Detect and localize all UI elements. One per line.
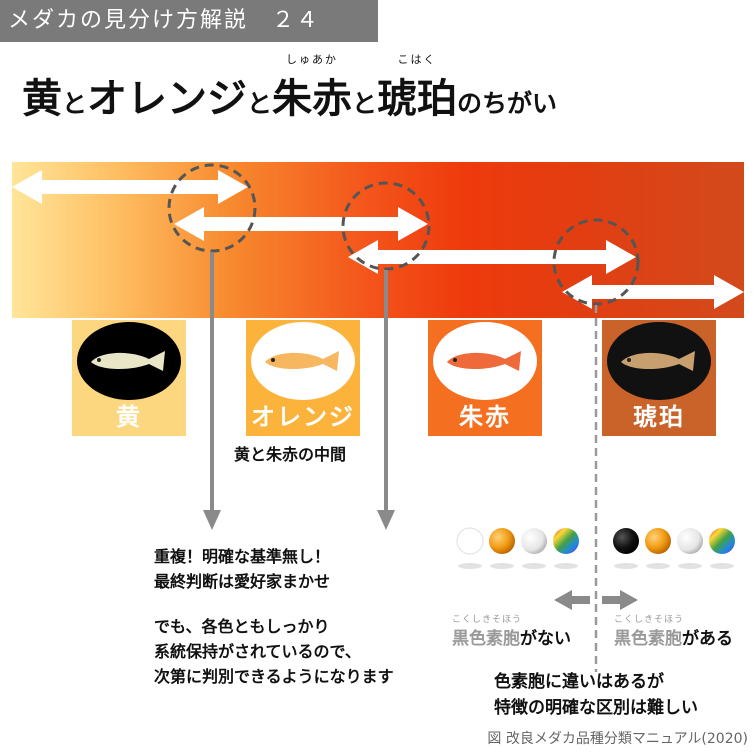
title-yellow: 黄 [22, 76, 62, 122]
ball-white-empty [456, 527, 484, 555]
swatch-yellow: 黄 [72, 320, 186, 436]
divider-arrow-left [554, 590, 590, 610]
swatch-orange: オレンジ [246, 320, 360, 436]
swatch-kohaku-oval [607, 322, 711, 400]
overlap-note-line-1: 重複！明確な基準無し！ [154, 547, 331, 566]
chromatophore-ruby-2: こくしきそほう [614, 615, 685, 625]
fish-icon [621, 351, 695, 371]
page-title: 黄とオレンジとしゅあか朱赤とこはく琥珀のちがい [22, 53, 558, 136]
swatch-yellow-oval [77, 322, 181, 400]
series-tag: メダカの見分け方解説 ２４ [0, 0, 378, 42]
swatch-shuaka-photo [428, 320, 542, 402]
swatch-kohaku: 琥珀 [602, 320, 716, 436]
swatch-orange-oval [251, 322, 355, 400]
overlap-circle-2 [341, 181, 431, 271]
label-without-chromatophore: こくしきそほう黒色素胞がない [452, 615, 571, 649]
swatch-yellow-photo [72, 320, 186, 402]
pointer-arrow-1 [203, 252, 221, 530]
range-arrow-orange [174, 207, 428, 241]
difference-note-line-1: 色素胞に違いはあるが [494, 672, 664, 692]
between-note: 黄と朱赤の中間 [234, 445, 347, 464]
pointer-arrow-2 [377, 270, 395, 530]
swatch-kohaku-label: 琥珀 [633, 403, 685, 431]
overlap-note-line-2: 最終判断は愛好家まかせ [154, 572, 331, 591]
ball-rainbow [709, 528, 735, 554]
ball-rainbow [553, 528, 579, 554]
overlap-circle-1 [167, 163, 257, 253]
chromatophore-text-1: 黒色素胞 [452, 629, 520, 649]
pigment-balls-without [456, 527, 579, 569]
ball-black [613, 528, 639, 554]
range-arrow-kohaku [562, 275, 744, 309]
ball-orange [489, 528, 515, 554]
fish-icon [91, 351, 165, 371]
with-suffix: がある [682, 629, 733, 649]
fish-body-shuaka [447, 351, 521, 371]
figure-credit: 図 改良メダカ品種分類マニュアル(2020) [487, 731, 748, 747]
fish-icon [265, 351, 339, 371]
overlap-note-line-3: でも、各色ともしっかり [154, 617, 330, 636]
overlap-note: 重複！明確な基準無し！ 最終判断は愛好家まかせ でも、各色ともしっかり 系統保持… [154, 544, 394, 689]
overlap-circle-3 [552, 218, 640, 306]
title-to-3: と [352, 89, 378, 118]
swatch-shuaka: 朱赤 [428, 320, 542, 436]
label-with-chromatophore: こくしきそほう黒色素胞がある [614, 615, 733, 649]
title-kohaku-group: こはく琥珀 [377, 53, 458, 124]
ball-orange [645, 528, 671, 554]
swatch-yellow-label: 黄 [116, 403, 142, 431]
fish-body-yellow [91, 351, 165, 371]
chromatophore-ruby-1: こくしきそほう [452, 615, 523, 625]
swatch-shuaka-oval [433, 322, 537, 400]
title-tail: のちがい [457, 89, 558, 118]
overlap-note-line-4: 系統保持がされているので、 [154, 642, 361, 661]
title-shuaka-ruby: しゅあか [286, 53, 339, 66]
overlap-note-gap [154, 594, 394, 614]
title-shuaka: 朱赤 [272, 76, 353, 122]
difference-note: 色素胞に違いはあるが 特徴の明確な区別は難しい [494, 669, 698, 721]
fish-body-orange [265, 351, 339, 371]
swatch-orange-label: オレンジ [251, 403, 355, 431]
fish-icon [447, 351, 521, 371]
ball-white [521, 528, 547, 554]
difference-note-line-2: 特徴の明確な区別は難しい [494, 698, 698, 718]
range-arrow-shuaka [348, 240, 636, 274]
swatch-shuaka-label: 朱赤 [459, 403, 511, 431]
swatch-kohaku-photo [602, 320, 716, 402]
swatch-orange-photo [246, 320, 360, 402]
title-kohaku-ruby: こはく [397, 53, 437, 66]
title-orange: オレンジ [87, 76, 248, 122]
chromatophore-word-2: こくしきそほう黒色素胞 [614, 615, 683, 649]
divider-arrow-right [602, 590, 638, 610]
title-to-2: と [247, 89, 273, 118]
chromatophore-text-2: 黒色素胞 [614, 629, 682, 649]
without-suffix: がない [520, 629, 571, 649]
overlap-note-line-5: 次第に判別できるようになります [154, 667, 394, 686]
title-to-1: と [62, 89, 88, 118]
fish-body-kohaku [621, 351, 695, 371]
ball-white [677, 528, 703, 554]
chromatophore-word-1: こくしきそほう黒色素胞 [452, 615, 521, 649]
title-kohaku: 琥珀 [377, 76, 458, 122]
title-shuaka-group: しゅあか朱赤 [272, 53, 353, 124]
pigment-balls-with [613, 528, 735, 569]
range-arrow-yellow [12, 170, 248, 204]
